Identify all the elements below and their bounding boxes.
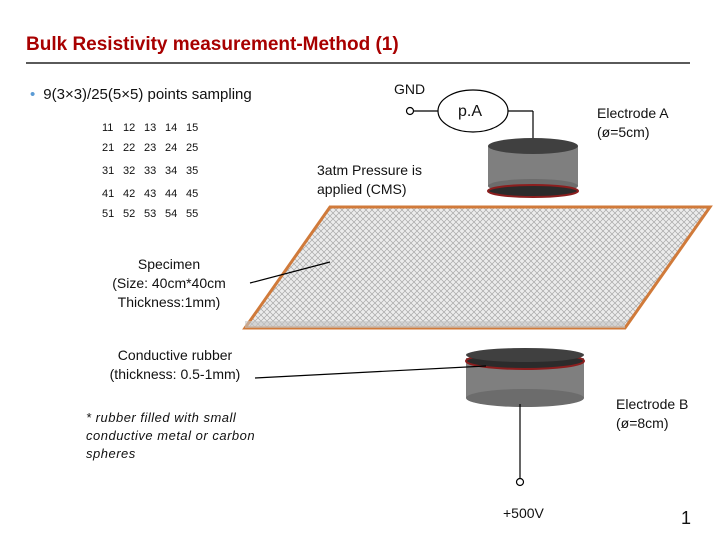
grid-point: 55 — [186, 208, 199, 220]
grid-point: 54 — [165, 208, 178, 220]
grid-point: 12 — [123, 122, 136, 134]
specimen-sheet — [242, 205, 713, 330]
grid-point: 45 — [186, 188, 199, 200]
electrode-a-name: Electrode A — [597, 105, 669, 121]
specimen-pointer — [249, 261, 331, 284]
page-number: 1 — [681, 508, 692, 528]
rubber-line-2: (thickness: 0.5-1mm) — [109, 366, 241, 382]
bullet-text: 9(3×3)/25(5×5) points sampling — [43, 86, 252, 103]
pressure-line-2: applied (CMS) — [317, 181, 407, 197]
picoammeter-label: p.A — [458, 103, 483, 120]
grid-point: 14 — [165, 122, 178, 134]
electrode-a — [487, 138, 579, 198]
slide-title: Bulk Resistivity measurement-Method (1) — [26, 34, 399, 55]
grid-point: 23 — [144, 142, 157, 154]
grid-point: 41 — [102, 188, 115, 200]
grid-point: 31 — [102, 165, 115, 177]
callout-lines — [249, 261, 487, 379]
grid-point: 42 — [123, 188, 136, 200]
grid-point: 44 — [165, 188, 178, 200]
electrode-b — [465, 348, 585, 407]
footnote-line-2: conductive metal or carbon — [86, 428, 256, 443]
specimen-label: Specimen (Size: 40cm*40cm Thickness:1mm) — [94, 255, 244, 312]
grid-row: 11 12 13 14 15 — [102, 118, 212, 138]
grid-point: 22 — [123, 142, 136, 154]
circuit-wiring — [414, 110, 534, 478]
grid-point: 15 — [186, 122, 199, 134]
title-underline — [26, 62, 690, 64]
rubber-pointer — [254, 365, 487, 379]
grid-row: 31 32 33 34 35 — [102, 161, 212, 181]
grid-point: 33 — [144, 165, 157, 177]
grid-point: 35 — [186, 165, 199, 177]
conductive-rubber-label: Conductive rubber (thickness: 0.5-1mm) — [96, 346, 254, 384]
electrode-a-diameter: (ø=5cm) — [597, 124, 650, 140]
grid-point: 43 — [144, 188, 157, 200]
grid-row: 21 22 23 24 25 — [102, 138, 212, 158]
footnote-line-3: spheres — [86, 446, 136, 461]
electrode-b-label: Electrode B (ø=8cm) — [616, 395, 688, 433]
grid-point: 34 — [165, 165, 178, 177]
grid-point: 21 — [102, 142, 115, 154]
grid-point: 32 — [123, 165, 136, 177]
grid-point: 52 — [123, 208, 136, 220]
sampling-points-grid: 11 12 13 14 15 21 22 23 24 25 31 32 33 3… — [102, 118, 212, 224]
specimen-line-2: (Size: 40cm*40cm — [112, 275, 226, 291]
picoammeter-icon — [437, 89, 509, 133]
grid-row: 51 52 53 54 55 — [102, 204, 212, 224]
rubber-footnote: * rubber filled with small conductive me… — [86, 409, 255, 463]
grid-point: 53 — [144, 208, 157, 220]
grid-point: 13 — [144, 122, 157, 134]
gnd-terminal-icon — [405, 106, 415, 116]
gnd-label: GND — [394, 81, 426, 97]
grid-point: 25 — [186, 142, 199, 154]
grid-point: 24 — [165, 142, 178, 154]
specimen-line-3: Thickness:1mm) — [117, 294, 221, 310]
voltage-label: +500V — [503, 505, 544, 521]
rubber-line-1: Conductive rubber — [117, 347, 233, 363]
voltage-terminal-icon — [515, 477, 525, 487]
grid-point: 51 — [102, 208, 115, 220]
electrode-b-name: Electrode B — [616, 396, 689, 412]
electrode-a-label: Electrode A (ø=5cm) — [597, 104, 669, 142]
pressure-line-1: 3atm Pressure is — [317, 162, 423, 178]
grid-row: 41 42 43 44 45 — [102, 184, 212, 204]
bullet-dot-icon: • — [30, 86, 36, 103]
specimen-line-1: Specimen — [137, 256, 201, 272]
sampling-bullet: • 9(3×3)/25(5×5) points sampling — [30, 86, 252, 103]
electrode-b-diameter: (ø=8cm) — [616, 415, 669, 431]
footnote-line-1: * rubber filled with small — [86, 410, 237, 425]
pressure-label: 3atm Pressure is applied (CMS) — [317, 161, 422, 199]
grid-point: 11 — [102, 122, 114, 134]
